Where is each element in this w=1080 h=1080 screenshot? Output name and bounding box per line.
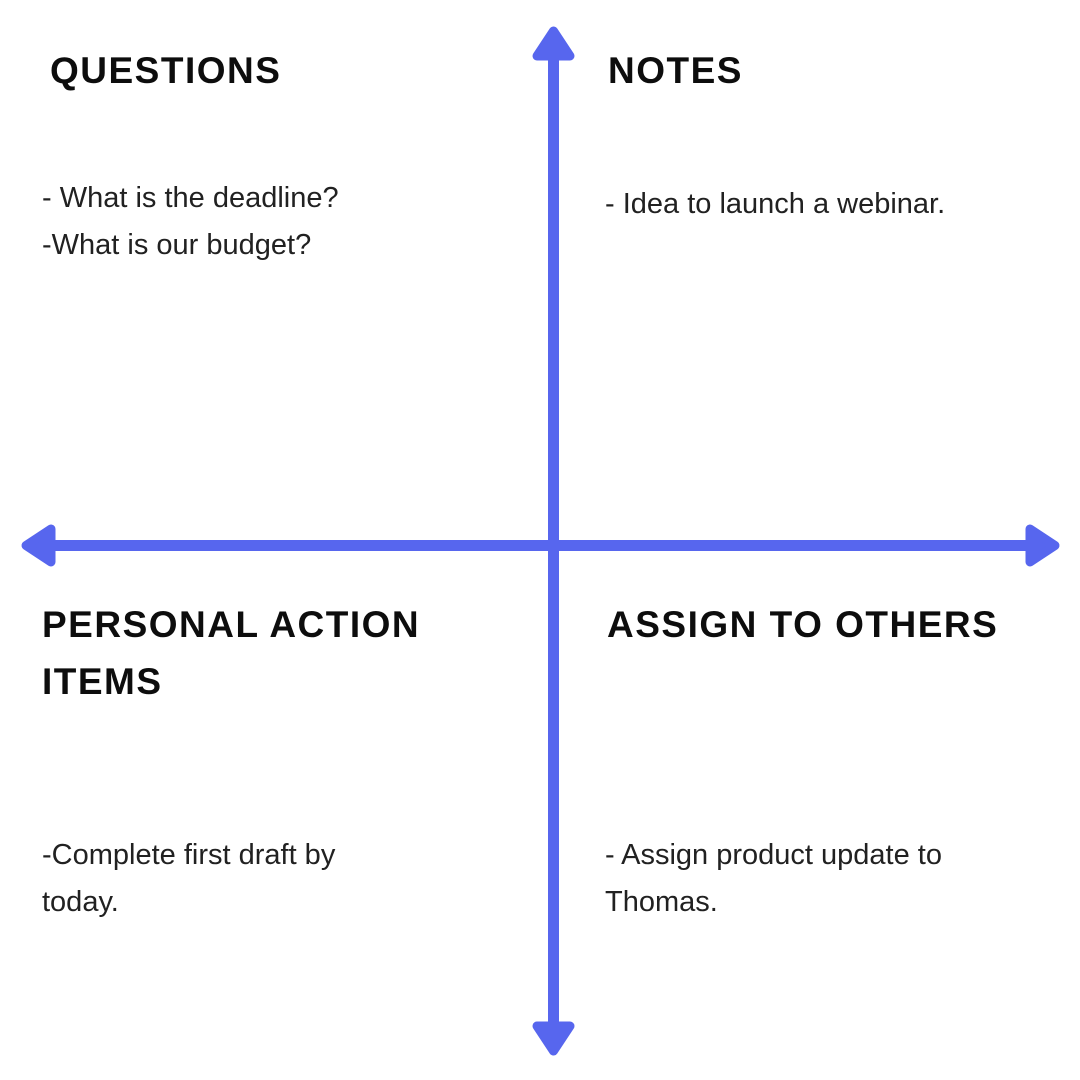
quadrant-items-notes: - Idea to launch a webinar. <box>605 181 1055 228</box>
quadrant-title-assign-to-others: ASSIGN TO OTHERS <box>607 604 999 645</box>
note-item: -What is our budget? <box>42 229 312 261</box>
arrow-left-icon <box>21 524 56 567</box>
quadrant-title-personal-action-items: PERSONAL ACTION ITEMS <box>42 604 421 702</box>
quadrant-items-questions: - What is the deadline? -What is our bud… <box>42 175 472 269</box>
note-item: - Idea to launch a webinar. <box>605 188 946 220</box>
quadrant-items-personal-action-items: -Complete first draft by today. <box>42 832 407 926</box>
note-item: -Complete first draft by today. <box>42 839 336 918</box>
arrow-right-icon <box>1025 524 1060 567</box>
arrow-up-icon <box>532 26 575 61</box>
quadrant-title-questions: QUESTIONS <box>50 50 282 91</box>
note-item: - Assign product update to Thomas. <box>605 839 942 918</box>
quadrant-title-notes: NOTES <box>608 50 743 91</box>
note-item: - What is the deadline? <box>42 182 339 214</box>
arrow-down-icon <box>532 1021 575 1056</box>
quadrant-items-assign-to-others: - Assign product update to Thomas. <box>605 832 1020 926</box>
